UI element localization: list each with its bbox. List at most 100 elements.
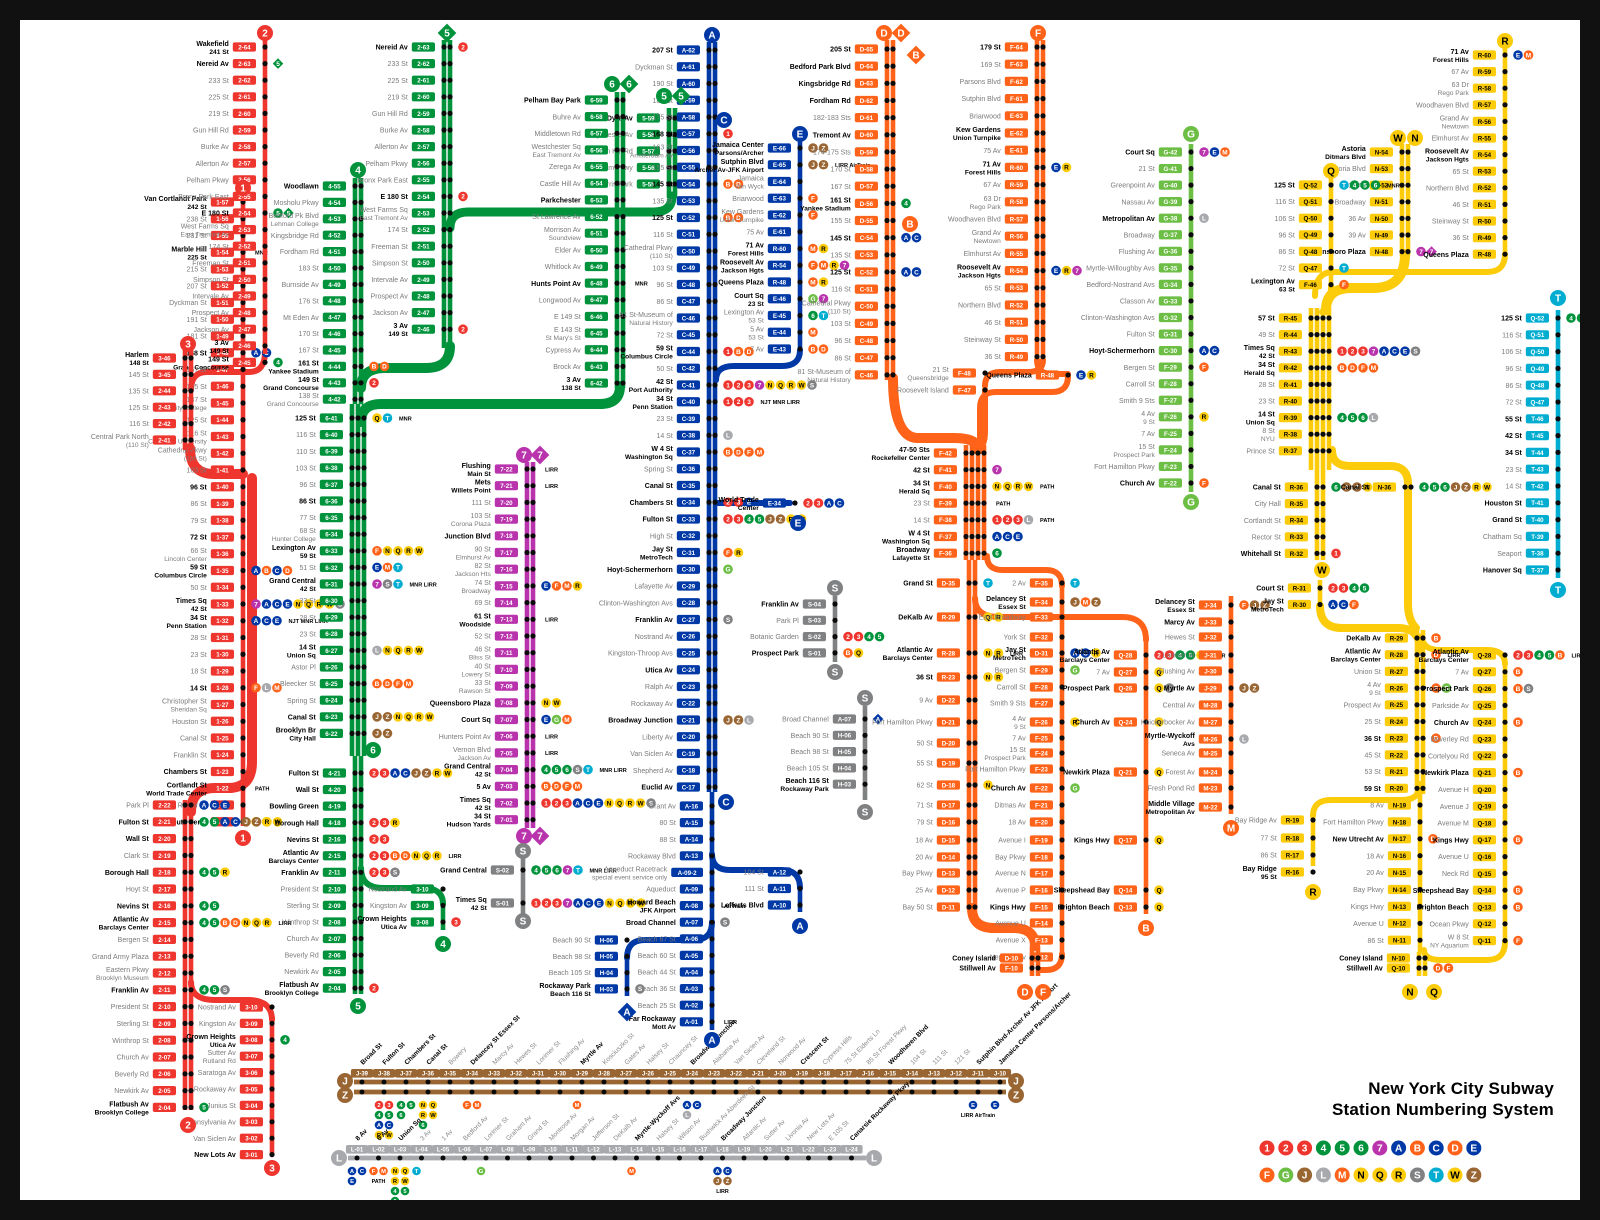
route-letter: 3	[555, 900, 559, 907]
station-dot	[1502, 85, 1508, 91]
route-bullet-B: B	[723, 179, 733, 189]
terminal-letter: G	[1187, 130, 1195, 141]
station-name-2: Brooklyn Museum	[96, 975, 149, 982]
route-letter: Q	[403, 1169, 408, 1175]
station-dot	[262, 94, 268, 100]
station-name: Bronx Park East	[178, 194, 229, 201]
station-code: 7-12	[500, 633, 513, 640]
route-letter: L	[265, 685, 269, 692]
station-dot	[890, 63, 896, 69]
route-bullet-N: N	[983, 648, 993, 658]
station-name: Rockaway Park	[539, 983, 590, 990]
route-5-circle	[209, 867, 220, 877]
station-code: 1-53	[216, 266, 229, 273]
route-Q-circle	[393, 546, 403, 556]
station-name: Van Siclen Av	[193, 1136, 236, 1143]
route-letter: 3	[383, 870, 387, 877]
station-code-badge	[319, 413, 343, 423]
route-bullet-F: F	[369, 1166, 378, 1176]
route-letter: R	[1064, 165, 1069, 172]
station-code: R-37	[1284, 448, 1298, 455]
station-code: 2-63	[417, 44, 430, 51]
station-code: Q-11	[1478, 938, 1492, 945]
station-dot	[1328, 248, 1334, 254]
route-letter: L	[1202, 216, 1206, 223]
station-code: R-45	[1284, 315, 1298, 322]
route-bullet-G: G	[723, 564, 733, 575]
station-code-badge	[636, 146, 660, 156]
station-code: R-59	[1478, 69, 1492, 76]
route-bullet-A: A	[573, 898, 583, 908]
route-bullet-N: N	[604, 798, 614, 808]
station-code: Q-25	[1478, 703, 1492, 710]
route-bullet-5: 5	[541, 865, 552, 875]
station-name: 45 St	[1364, 753, 1380, 760]
route-letter: F	[372, 1169, 376, 1175]
route-letter: Q	[1156, 904, 1161, 911]
route-letter: 2	[372, 853, 376, 860]
station-name: Fulton St	[642, 517, 673, 524]
station-code: 2-10	[328, 886, 341, 893]
station-dot	[1555, 349, 1561, 355]
station-dot	[240, 517, 246, 523]
route-letter: 6	[811, 313, 815, 320]
station-name: 231 St	[187, 233, 207, 240]
station-code-badge	[319, 662, 343, 672]
station-name: Dyre Av	[607, 116, 633, 123]
station-dot	[1405, 166, 1411, 172]
station-name: 219 St	[388, 94, 408, 101]
station-name: 111 St	[745, 886, 764, 893]
station-dot	[614, 147, 620, 153]
station-code: F-41	[939, 467, 952, 474]
route-bullet-C: C	[911, 232, 922, 243]
station-name: DeKalb Av	[1346, 636, 1381, 643]
station-dot	[355, 664, 361, 670]
terminal-letter: 6	[609, 80, 615, 91]
station-dot	[188, 1004, 194, 1010]
route-bullet-B: B	[541, 781, 551, 792]
route-letter: B	[372, 364, 377, 371]
station-dot	[890, 337, 896, 344]
station-dot	[1040, 78, 1046, 84]
route-bullet-1: 1	[1331, 548, 1341, 559]
route-bullet-5: 5	[1359, 583, 1370, 593]
station-code: J-13	[928, 1071, 941, 1077]
station-code-badge	[210, 264, 234, 274]
station-name: 86 St	[1505, 383, 1521, 390]
station-dot	[1502, 69, 1508, 75]
station-name: 116 St	[1275, 199, 1295, 206]
route-bullet-N: N	[411, 850, 421, 861]
route-bullet-R: R	[733, 547, 744, 558]
route-bullet-M: M	[572, 1100, 582, 1110]
station-name: Bergen St	[995, 668, 1026, 675]
route-bullet-N: N	[241, 917, 251, 928]
station-name-2: 53 St	[748, 334, 764, 341]
terminal-letter: 7	[537, 832, 543, 843]
station-code-badge	[411, 308, 435, 318]
station-code-badge	[210, 532, 234, 542]
station-code: 2-64	[238, 44, 251, 51]
station-code: 6-25	[325, 681, 338, 688]
station-dot	[969, 467, 975, 473]
station-name: Smith 9 Sts	[1119, 398, 1155, 405]
station-name: 77 St	[299, 515, 315, 522]
station-dot	[712, 600, 718, 606]
route-bullet-3: 3	[853, 631, 864, 642]
station-name-2: Rego Park	[970, 204, 1002, 211]
station-dot	[483, 1155, 489, 1161]
route-letter: J	[1242, 685, 1246, 692]
station-name: Parkside Av	[1432, 703, 1469, 710]
